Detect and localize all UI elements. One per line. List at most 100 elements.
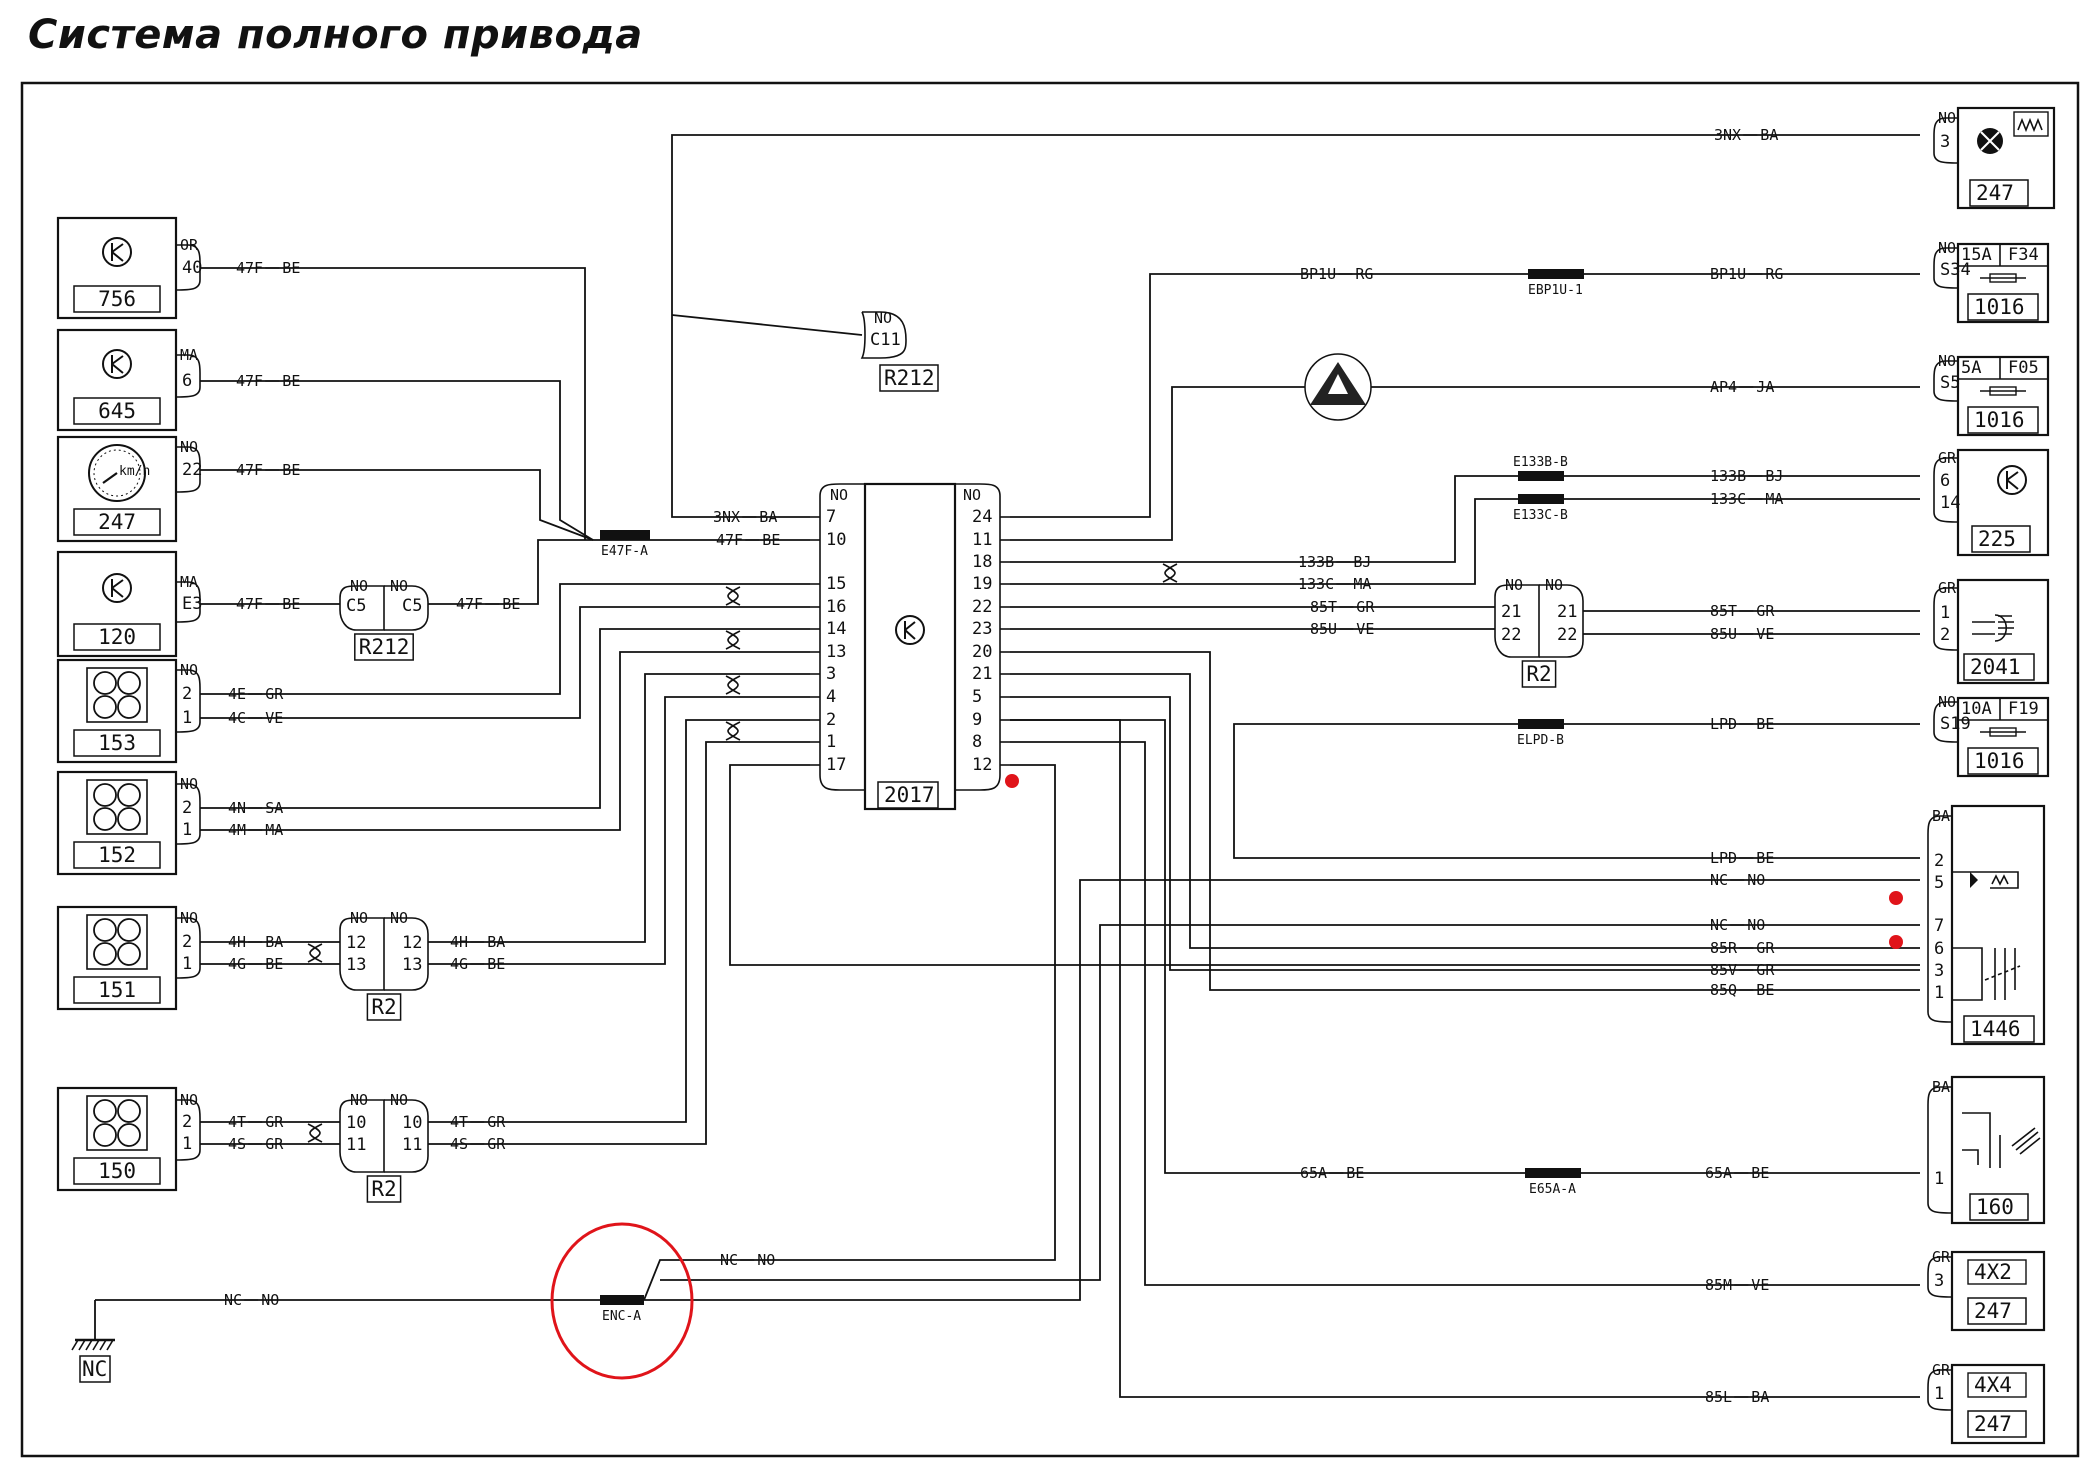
red-marker-1446-5 — [1889, 891, 1903, 905]
splice-bar — [1518, 719, 1564, 729]
wire-4s-b — [428, 741, 810, 1145]
conn-pin: 12 — [402, 933, 422, 953]
frame — [86, 1095, 148, 1151]
wire-id: 133C — [1298, 575, 1334, 593]
connector-pin: 3 — [1934, 961, 1944, 981]
connector-pin: 7 — [1934, 916, 1944, 936]
wire-id: NC — [224, 1291, 242, 1309]
wire-id: 4T — [450, 1113, 468, 1131]
wire-color: NO — [1747, 916, 1765, 934]
coil — [117, 1123, 141, 1147]
splice-e133b-b: E133B-B — [1513, 455, 1568, 481]
wire-id: 3NX — [1714, 126, 1741, 144]
ecu-id: 2017 — [884, 783, 935, 807]
frame — [86, 779, 148, 835]
coil — [117, 1099, 141, 1123]
connector-bracket — [1933, 247, 1959, 289]
wire-color: GR — [1356, 598, 1375, 616]
ecu-right-pin-24: 24 — [972, 507, 992, 527]
ecu-left-pin-17: 17 — [826, 755, 846, 775]
connector-pin: 2 — [1940, 625, 1950, 645]
connector-code: NO — [1938, 352, 1956, 370]
tag-frame — [1967, 1372, 2027, 1398]
splice-label: E47F-A — [601, 544, 648, 559]
wire-id: 85V — [1710, 961, 1737, 979]
wire-color: BE — [1756, 981, 1774, 999]
twist-b — [727, 586, 741, 606]
wire-ap4 — [1010, 386, 1920, 541]
wire-color: BJ — [1353, 553, 1371, 571]
wire-bp1u — [1010, 273, 1920, 518]
connector-code: NO — [1938, 693, 1956, 711]
wire-47f-645 — [200, 380, 594, 541]
connector-pin: S5 — [1940, 373, 1960, 393]
wire-color: BA — [487, 933, 505, 951]
id-frame — [73, 508, 161, 536]
conn-code: NO — [350, 577, 368, 595]
ecu-right-pin-19: 19 — [972, 574, 992, 594]
component-id: 1016 — [1974, 749, 2025, 773]
wheel-sensor-icon — [86, 667, 148, 723]
wire-id: 4C — [228, 709, 246, 727]
connector-pin: 3 — [1934, 1271, 1944, 1291]
ecu-left-pin-1: 1 — [826, 732, 836, 752]
component-id: 1016 — [1974, 408, 2025, 432]
component-body — [1950, 804, 2046, 1046]
connector-code: OR — [180, 236, 199, 254]
arm — [111, 587, 124, 598]
conn-pin: 10 — [346, 1113, 366, 1133]
component-id: 1016 — [1974, 295, 2025, 319]
wire-85m — [1010, 741, 1920, 1286]
splice-e65a-a: E65A-A — [1525, 1168, 1581, 1197]
connector-bracket — [1933, 587, 1959, 651]
ecu-conn-left: NO — [830, 486, 848, 504]
component-id: 756 — [98, 287, 136, 311]
lamp-wave — [2017, 117, 2043, 133]
connector-bracket — [1927, 1256, 1953, 1298]
connector-bracket — [175, 354, 201, 398]
component-id: 150 — [98, 1159, 136, 1183]
wire-color: BE — [502, 595, 520, 613]
wire-65a — [1010, 719, 1920, 1174]
id-frame — [879, 364, 939, 392]
coil — [93, 695, 117, 719]
conn-pin: 11 — [402, 1135, 422, 1155]
coil — [93, 942, 117, 966]
conn-pin: 21 — [1557, 602, 1577, 622]
ecu-right-pin-12: 12 — [972, 755, 992, 775]
wire-color: MA — [1765, 490, 1783, 508]
connector-code: NO — [1938, 109, 1956, 127]
id-frame — [73, 285, 161, 313]
wire-id: 4T — [228, 1113, 246, 1131]
ground-icon — [71, 1300, 115, 1351]
ecu-right-pin-22: 22 — [972, 597, 992, 617]
wire-3nx-c11 — [671, 314, 863, 336]
connector-bracket — [175, 446, 201, 493]
wire-color: RG — [1355, 265, 1373, 283]
connector-pin: 6 — [1934, 939, 1944, 959]
connector-bracket — [1933, 117, 1959, 164]
splice-label: ELPD-B — [1517, 733, 1564, 748]
diode — [1970, 872, 1978, 888]
connector-bracket — [1927, 1369, 1953, 1411]
arm — [111, 251, 124, 262]
connector-pin: 2 — [1934, 851, 1944, 871]
wire-id: 85U — [1310, 620, 1337, 638]
id-frame — [1521, 660, 1557, 688]
wire-id: 65A — [1300, 1164, 1327, 1182]
